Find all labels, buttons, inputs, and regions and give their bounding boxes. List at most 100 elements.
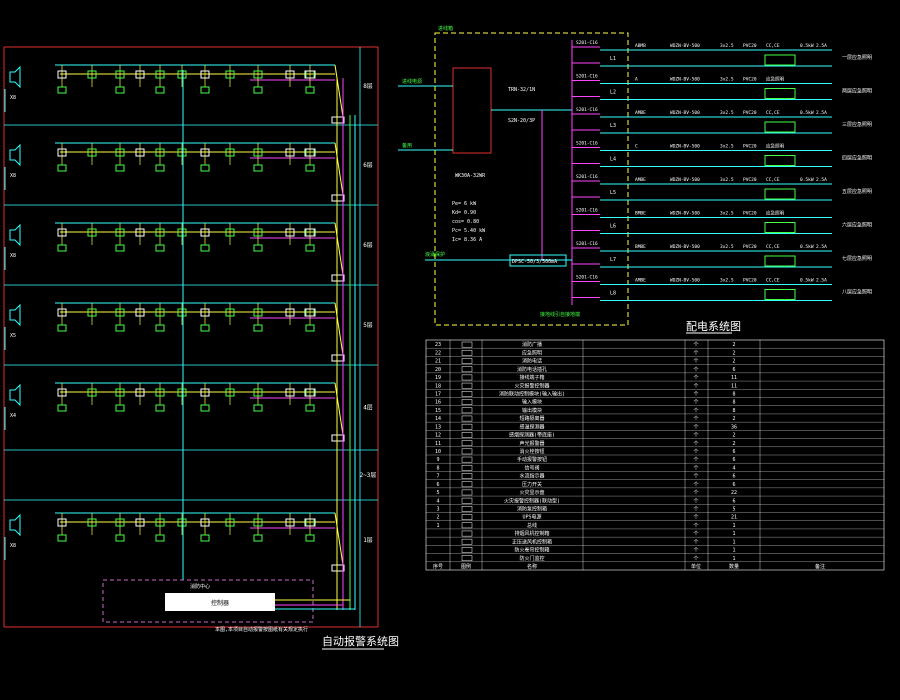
floor-drop [334,222,344,276]
circuit-route: 应急照明 [766,143,784,150]
sub-device-symbol [115,86,125,94]
circuit-conduit: PVC20 [743,43,757,49]
legend-row-qty: 1 [732,523,735,529]
legend-row-unit: 个 [693,367,698,373]
legend-row-number: 7 [436,474,439,480]
sub-device-symbol [155,86,165,94]
legend-row-number: 15 [435,408,441,414]
sub-device-symbol [115,534,125,542]
circuit-equipment-box [764,155,796,166]
legend-row-unit: 个 [693,383,698,389]
legend-row-number: 18 [435,383,441,389]
circuit-phase: AMBE [635,110,646,116]
device-symbol [135,518,145,527]
legend-row-name: 消防电话插孔 [517,366,547,373]
circuit-equipment-box [764,255,796,267]
sub-device-symbol [57,164,67,172]
circuit-cable: WDZN-BV-500 [670,244,700,250]
circuit-conduit: PVC20 [743,177,757,183]
legend-header-cell: 数量 [729,563,739,570]
legend-row-symbol [461,555,473,562]
legend-row-symbol [461,341,473,348]
device-symbol [87,148,97,157]
legend-row-symbol [461,506,473,512]
legend-row-unit: 个 [693,507,698,513]
legend-row-symbol [461,349,473,356]
device-symbol [200,148,210,157]
junction-box [331,434,345,442]
legend-row-unit: 个 [693,424,698,430]
legend-row-name: 感烟探测器(带底座) [509,432,555,439]
panel-model: WK30A-32WR [455,173,486,179]
legend-header-cell: 备注 [815,563,825,570]
circuit-equipment-box [764,88,796,99]
circuit-breaker-label: S201-C16 [576,141,598,147]
legend-row-name: 手动报警按钮 [517,456,547,463]
legend-row-symbol [461,464,473,471]
legend-row-qty: 1 [732,531,735,537]
legend-row-unit: 个 [693,433,698,439]
device-symbol [57,70,67,79]
circuit-id: L3 [610,123,616,129]
legend-row-qty: 2 [732,416,735,422]
sub-device-symbol [200,86,210,94]
device-symbol [155,308,165,317]
legend-row-name: 总线 [527,522,537,529]
junction-box [331,116,345,124]
device-symbol [135,148,145,157]
legend-row-symbol [461,481,473,488]
device-symbol [253,518,263,527]
device-symbol [115,518,125,527]
circuit-route: CC,CE [766,177,780,183]
legend-row-unit: 个 [693,465,698,471]
device-symbol [177,518,187,527]
legend-row-unit: 个 [693,482,698,488]
circuit-cable: WDZN-BV-500 [670,177,700,183]
floor-drop [334,142,344,196]
legend-row-number: 21 [435,359,441,365]
legend-row-unit: 个 [693,350,698,356]
legend-row-number: 16 [435,400,441,406]
legend-row-name: 排烟风机控制箱 [514,530,549,537]
legend-row-name: 火灾报警控制器 [514,382,549,389]
speaker-label: X5 [10,333,16,339]
legend-header-cell: 图例 [461,563,471,570]
circuit-power: 0.5kW [800,177,814,183]
circuit-breaker-label: S201-C16 [576,174,598,180]
legend-row-number: 19 [435,375,441,381]
sub-device-symbol [305,324,315,332]
legend-row-symbol [461,374,473,381]
device-symbol [115,70,125,79]
legend-row-qty: 11 [731,383,737,389]
sub-device-symbol [155,324,165,332]
device-symbol [115,148,125,157]
legend-row-number: 22 [435,350,441,356]
circuit-current: 2.5A [816,244,827,250]
legend-row-unit: 个 [693,408,698,414]
sub-device-symbol [57,404,67,412]
circuit-phase: BMBE [635,244,646,250]
circuit-destination: 四层应急照明 [842,155,872,162]
alarm-host-box [165,593,275,611]
sub-device-symbol [57,86,67,94]
alarm-floor-5: 2~3层 [360,472,377,479]
circuit-conduit: PVC20 [743,278,757,284]
sub-device-symbol [305,404,315,412]
main-breaker-label: TRN-32/1N [508,87,535,93]
circuit-cable: WDZN-BV-500 [670,43,700,49]
speaker-icon [9,65,21,89]
legend-row-qty: 8 [732,408,735,414]
device-symbol [225,70,235,79]
legend-row-name: 防火门监控 [519,555,544,562]
device-symbol [285,308,295,317]
device-symbol [155,518,165,527]
sub-device-symbol [253,86,263,94]
device-symbol [135,388,145,397]
circuit-equipment-box [764,54,796,66]
circuit-id: L1 [610,56,616,62]
